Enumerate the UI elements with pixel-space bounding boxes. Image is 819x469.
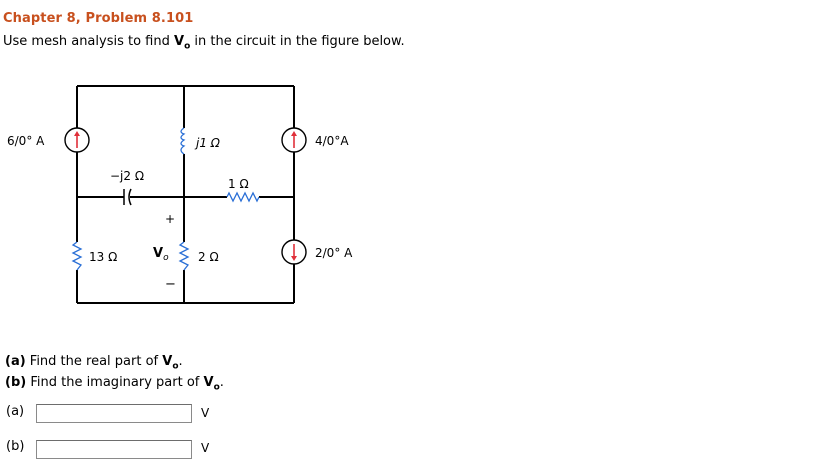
wires — [76, 85, 295, 304]
page-title: Chapter 8, Problem 8.101 — [3, 11, 194, 26]
question-a: (a) Find the real part of Vo. — [5, 354, 183, 372]
label-inductor: j1 Ω — [194, 136, 221, 150]
answer-a-label: (a) — [6, 404, 25, 419]
label-src-bottom-right: 2/0° A — [315, 246, 353, 260]
answer-a-input[interactable] — [36, 404, 192, 423]
current-source-bottom-right — [281, 239, 307, 265]
label-resistor-1: 1 Ω — [228, 177, 249, 191]
answer-b-label: (b) — [6, 439, 25, 454]
vo-label: Vo — [153, 246, 169, 263]
resistor-1-ohm — [226, 191, 260, 203]
inductor — [180, 127, 186, 155]
label-capacitor: −j2 Ω — [110, 169, 144, 183]
label-src-left: 6/0° A — [7, 134, 45, 148]
answer-a-unit: V — [201, 406, 210, 420]
label-resistor-13: 13 Ω — [89, 250, 117, 264]
label-resistor-2: 2 Ω — [198, 250, 219, 264]
current-source-top-right — [281, 127, 307, 153]
circuit-diagram: 6/0° A 4/0°A 2/0° A j1 Ω −j2 Ω 1 Ω 13 Ω … — [7, 85, 353, 304]
question-b: (b) Find the imaginary part of Vo. — [5, 375, 224, 393]
capacitor — [123, 188, 132, 206]
minus-sign: − — [165, 277, 176, 292]
problem-statement: Use mesh analysis to find Vo in the circ… — [3, 34, 405, 52]
vo-symbol: Vo — [174, 34, 191, 52]
resistor-13-ohm — [71, 241, 83, 271]
answer-b-unit: V — [201, 441, 210, 455]
resistor-2-ohm — [178, 241, 190, 271]
current-source-left — [64, 127, 90, 153]
label-src-top-right: 4/0°A — [315, 134, 349, 148]
answer-b-input[interactable] — [36, 440, 192, 459]
plus-sign: + — [165, 212, 175, 226]
